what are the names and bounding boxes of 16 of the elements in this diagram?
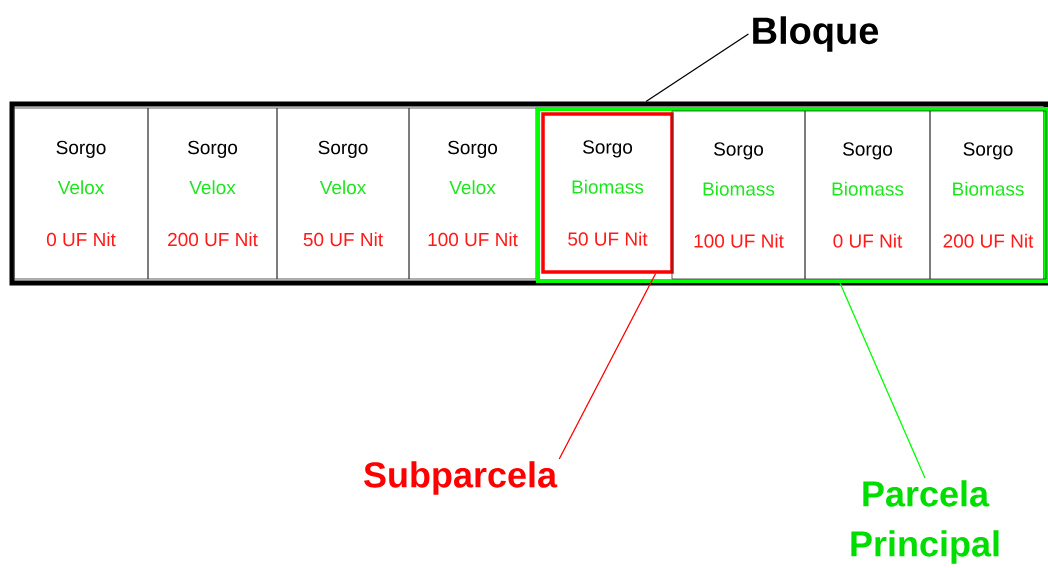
leader-line: [645, 33, 750, 103]
block-label: Bloque: [753, 16, 879, 52]
plot-cell: Sorgo Biomass 100 UF Nit: [671, 110, 806, 280]
main-plot-frame: [536, 107, 1048, 283]
plot-cell: Sorgo Velox 50 UF Nit: [276, 107, 410, 280]
plot-cell: Sorgo Biomass 0 UF Nit: [804, 110, 931, 280]
main-plot-label: Parcela Principal: [851, 480, 999, 564]
subplot-label: Subparcela: [364, 461, 558, 495]
leader-line: [558, 273, 657, 460]
plot-cell: Sorgo Velox 200 UF Nit: [147, 107, 278, 280]
subplot-cell: Sorgo Biomass 50 UF Nit: [541, 112, 674, 274]
leader-line: [839, 282, 926, 479]
plot-cell: Sorgo Velox 100 UF Nit: [408, 107, 537, 280]
block-frame: [9, 101, 1048, 286]
plot-cell: Sorgo Velox 0 UF Nit: [13, 107, 149, 280]
plot-cell: Sorgo Biomass 200 UF Nit: [929, 110, 1047, 280]
